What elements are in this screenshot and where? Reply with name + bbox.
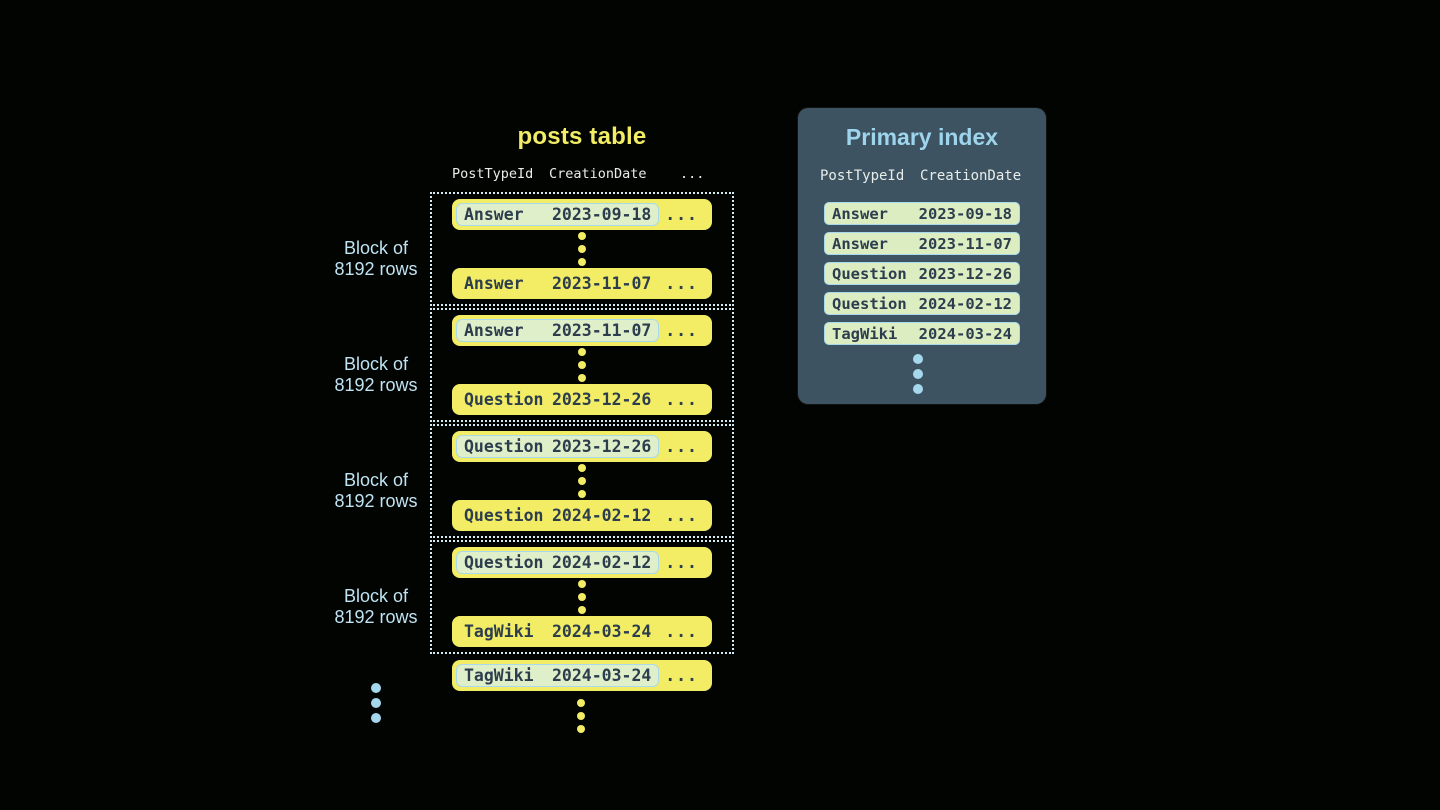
cell-posttypeid: Question: [464, 390, 544, 409]
cell-more: ...: [665, 321, 698, 340]
cell-creationdate: 2023-09-18: [918, 204, 1012, 223]
primary-index-panel: Primary index PostTypeId CreationDate An…: [798, 108, 1046, 404]
column-header-posttypeid: PostTypeId: [452, 166, 534, 182]
block-label-3: Block of 8192 rows: [296, 470, 456, 512]
posts-table-title: posts table: [517, 123, 647, 150]
posts-table-column-headers: PostTypeId CreationDate ...: [452, 166, 704, 182]
cell-posttypeid: Question: [464, 553, 544, 572]
cell-creationdate: 2024-03-24: [552, 622, 652, 641]
primary-index-rows: Answer 2023-09-18 Answer 2023-11-07 Ques…: [824, 202, 1020, 345]
cell-creationdate: 2024-02-12: [552, 506, 652, 525]
rows-block-3: Question 2023-12-26 ... Question 2024-02…: [430, 424, 734, 538]
cell-creationdate: 2023-11-07: [918, 234, 1012, 253]
table-row-first: Question 2023-12-26 ...: [452, 431, 712, 462]
cell-more: ...: [665, 437, 698, 456]
cell-posttypeid: Question: [832, 294, 907, 313]
table-row-last: Answer 2023-11-07 ...: [452, 268, 712, 299]
index-entry: Question 2023-12-26: [824, 262, 1020, 285]
cell-posttypeid: Answer: [832, 204, 888, 223]
index-entry: Question 2024-02-12: [824, 292, 1020, 315]
cell-creationdate: 2024-03-24: [552, 666, 652, 685]
block-label-2: Block of 8192 rows: [296, 354, 456, 396]
block-label-4: Block of 8192 rows: [296, 586, 456, 628]
rows-block-2: Answer 2023-11-07 ... Question 2023-12-2…: [430, 308, 734, 422]
cell-creationdate: 2023-12-26: [918, 264, 1012, 283]
rows-block-4: Question 2024-02-12 ... TagWiki 2024-03-…: [430, 540, 734, 654]
overflow-row-wrap: TagWiki 2024-03-24 ...: [452, 660, 712, 691]
block-label-line2: 8192 rows: [334, 259, 418, 279]
table-row-first: Answer 2023-09-18 ...: [452, 199, 712, 230]
cell-more: ...: [665, 666, 698, 685]
column-header-creationdate: CreationDate: [920, 168, 1022, 184]
row-cells: Question 2023-12-26: [456, 390, 651, 409]
block-label-line1: Block of: [343, 354, 409, 374]
block-label-line2: 8192 rows: [334, 375, 418, 395]
cell-more: ...: [665, 506, 698, 525]
ellipsis-dots-icon: [578, 464, 586, 498]
block-label-1: Block of 8192 rows: [296, 238, 456, 280]
primary-index-column-headers: PostTypeId CreationDate: [820, 168, 1021, 184]
block-label-line2: 8192 rows: [334, 491, 418, 511]
rows-block-1: Answer 2023-09-18 ... Answer 2023-11-07 …: [430, 192, 734, 306]
index-entry: Answer 2023-11-07: [824, 232, 1020, 255]
cell-posttypeid: Question: [464, 506, 544, 525]
indexed-entry-highlight: Answer 2023-09-18: [456, 203, 660, 226]
cell-creationdate: 2024-02-12: [918, 294, 1012, 313]
cell-posttypeid: Answer: [464, 321, 524, 340]
cell-posttypeid: Question: [832, 264, 907, 283]
ellipsis-dots-icon: [578, 348, 586, 382]
column-header-more: ...: [680, 166, 705, 182]
posts-table-blocks: Answer 2023-09-18 ... Answer 2023-11-07 …: [430, 192, 734, 654]
row-cells: TagWiki 2024-03-24: [456, 622, 651, 641]
index-entry: Answer 2023-09-18: [824, 202, 1020, 225]
block-label-line1: Block of: [343, 470, 409, 490]
block-label-line2: 8192 rows: [334, 607, 418, 627]
cell-creationdate: 2024-02-12: [552, 553, 652, 572]
indexed-entry-highlight: Question 2024-02-12: [456, 551, 660, 574]
cell-more: ...: [665, 553, 698, 572]
cell-posttypeid: TagWiki: [832, 324, 898, 343]
row-cells: Question 2024-02-12: [456, 506, 651, 525]
cell-posttypeid: TagWiki: [464, 666, 534, 685]
more-index-entries-dots-icon: [913, 354, 923, 394]
primary-index-title: Primary index: [845, 124, 999, 150]
block-label-line1: Block of: [343, 238, 409, 258]
indexed-entry-highlight: Question 2023-12-26: [456, 435, 660, 458]
cell-posttypeid: Answer: [464, 205, 524, 224]
cell-more: ...: [665, 274, 698, 293]
table-row-first: TagWiki 2024-03-24 ...: [452, 660, 712, 691]
indexed-entry-highlight: Answer 2023-11-07: [456, 319, 660, 342]
column-header-posttypeid: PostTypeId: [820, 168, 905, 184]
row-cells: Answer 2023-11-07: [456, 274, 651, 293]
more-blocks-dots-icon: [371, 683, 381, 723]
cell-creationdate: 2023-09-18: [552, 205, 652, 224]
table-row-first: Question 2024-02-12 ...: [452, 547, 712, 578]
table-row-last: Question 2023-12-26 ...: [452, 384, 712, 415]
table-row-last: TagWiki 2024-03-24 ...: [452, 616, 712, 647]
table-row-last: Question 2024-02-12 ...: [452, 500, 712, 531]
cell-creationdate: 2023-11-07: [552, 321, 652, 340]
ellipsis-dots-icon: [578, 580, 586, 614]
cell-posttypeid: Question: [464, 437, 544, 456]
cell-posttypeid: Answer: [832, 234, 888, 253]
cell-more: ...: [665, 390, 698, 409]
ellipsis-dots-icon: [578, 232, 586, 266]
cell-posttypeid: Answer: [464, 274, 524, 293]
table-row-first: Answer 2023-11-07 ...: [452, 315, 712, 346]
cell-creationdate: 2023-11-07: [552, 274, 652, 293]
index-entry: TagWiki 2024-03-24: [824, 322, 1020, 345]
cell-more: ...: [665, 205, 698, 224]
cell-posttypeid: TagWiki: [464, 622, 534, 641]
cell-creationdate: 2023-12-26: [552, 390, 652, 409]
column-header-creationdate: CreationDate: [549, 166, 647, 182]
cell-creationdate: 2024-03-24: [918, 324, 1012, 343]
cell-creationdate: 2023-12-26: [552, 437, 652, 456]
block-label-line1: Block of: [343, 586, 409, 606]
indexed-entry-highlight: TagWiki 2024-03-24: [456, 664, 660, 687]
more-rows-dots-icon: [577, 699, 585, 733]
cell-more: ...: [665, 622, 698, 641]
